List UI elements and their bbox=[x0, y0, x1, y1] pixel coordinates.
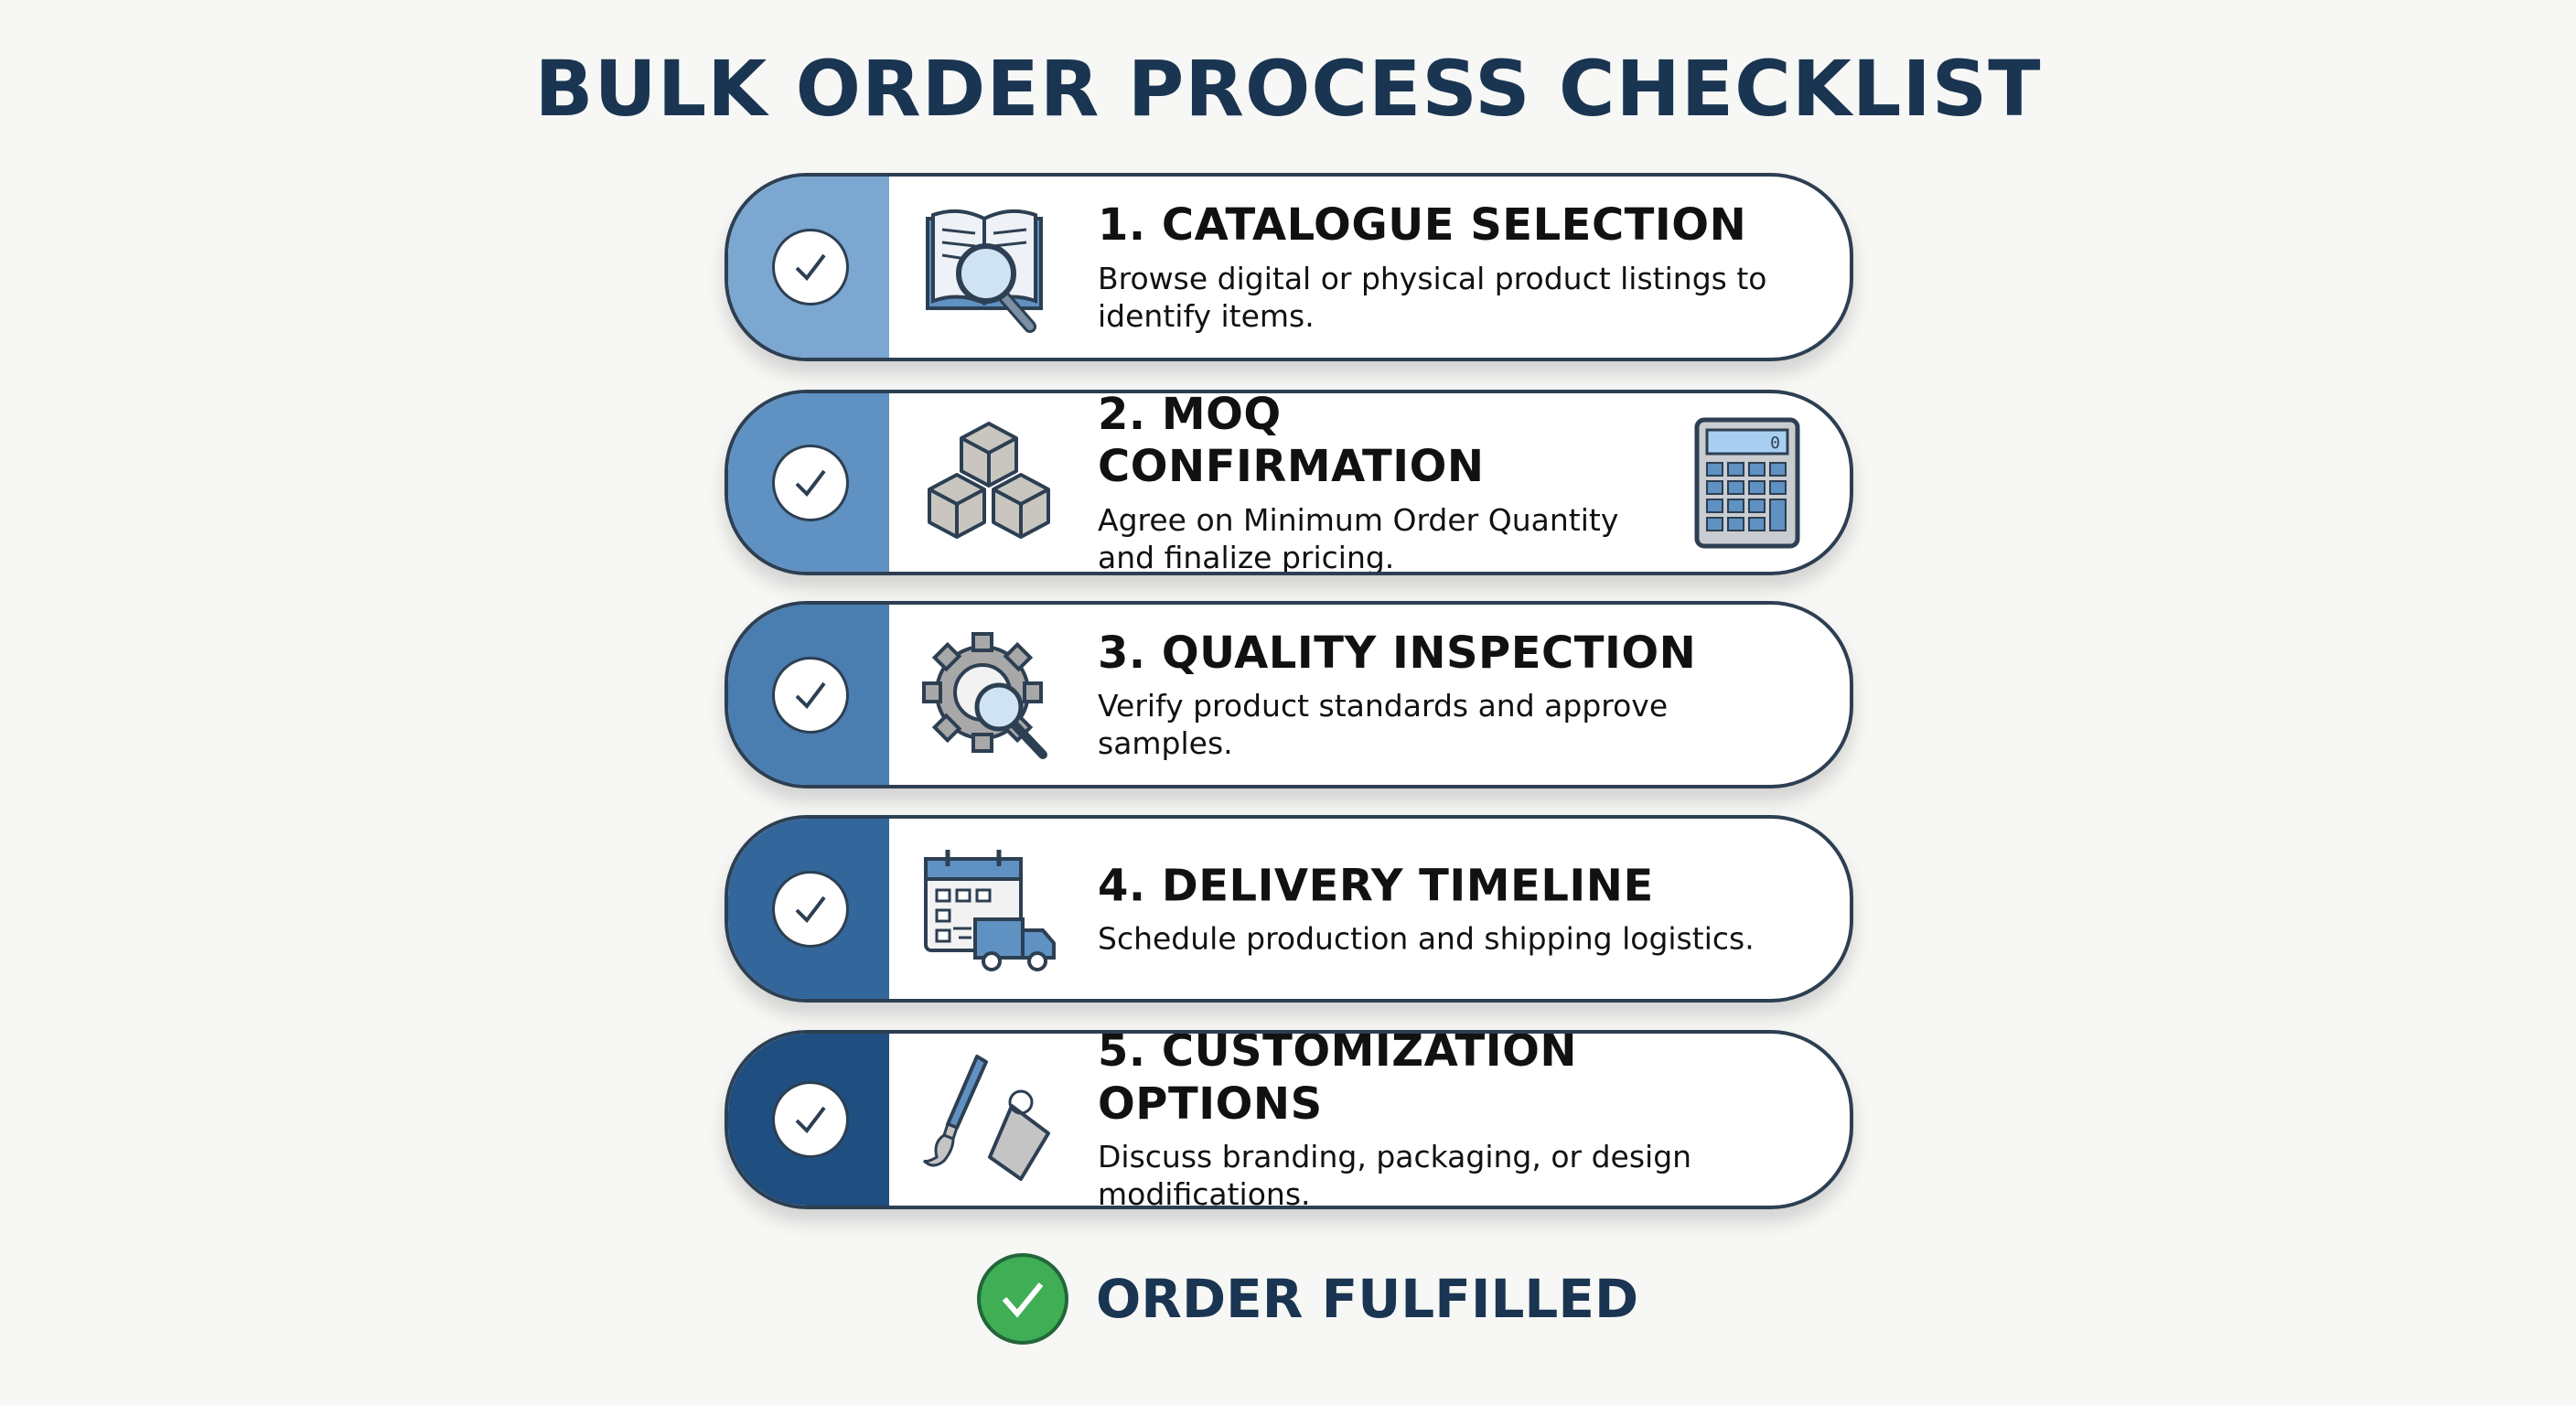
step-description: Discuss branding, packaging, or design m… bbox=[1098, 1139, 1692, 1209]
checkmark-icon bbox=[795, 1106, 826, 1134]
calculator-icon: 0 bbox=[1694, 417, 1800, 548]
step-description: Verify product standards and approve sam… bbox=[1098, 688, 1669, 762]
step-heading: 3. QUALITY INSPECTION bbox=[1098, 627, 1697, 679]
order-fulfilled-label: ORDER FULFILLED bbox=[1096, 1268, 1639, 1330]
checkmark-icon bbox=[795, 896, 826, 923]
brush-tag-icon bbox=[922, 1055, 1050, 1181]
step-heading: 1. CATALOGUE SELECTION bbox=[1098, 198, 1747, 251]
step-heading: 2. MOQ CONFIRMATION bbox=[1098, 390, 1485, 493]
checkmark-icon bbox=[795, 681, 826, 709]
gear-magnifier-icon bbox=[922, 631, 1047, 759]
step-checkbox[interactable] bbox=[772, 656, 849, 734]
step-checkbox[interactable] bbox=[772, 444, 849, 521]
catalogue-search-icon bbox=[926, 209, 1043, 333]
step-description: Agree on Minimum Order Quantity and fina… bbox=[1098, 501, 1619, 575]
step-card-moq-confirmation: 2. MOQ CONFIRMATION Agree on Minimum Ord… bbox=[724, 390, 1853, 575]
step-heading: 4. DELIVERY TIMELINE bbox=[1098, 860, 1654, 912]
checkmark-icon bbox=[795, 469, 826, 497]
step-card-catalogue-selection: 1. CATALOGUE SELECTION Browse digital or… bbox=[724, 173, 1853, 361]
calendar-truck-icon bbox=[924, 849, 1056, 971]
page-title: BULK ORDER PROCESS CHECKLIST bbox=[534, 44, 2042, 134]
order-fulfilled-status: ORDER FULFILLED bbox=[977, 1253, 1638, 1345]
green-check-icon bbox=[977, 1253, 1068, 1345]
step-card-delivery-timeline: 4. DELIVERY TIMELINE Schedule production… bbox=[724, 815, 1853, 1003]
step-checkbox[interactable] bbox=[772, 229, 849, 306]
step-checkbox[interactable] bbox=[772, 870, 849, 948]
step-checkbox[interactable] bbox=[772, 1081, 849, 1158]
step-heading: 5. CUSTOMIZATION OPTIONS bbox=[1098, 1030, 1578, 1130]
step-description: Schedule production and shipping logisti… bbox=[1098, 920, 1755, 957]
step-card-quality-inspection: 3. QUALITY INSPECTION Verify product sta… bbox=[724, 601, 1853, 788]
calculator-display: 0 bbox=[1770, 434, 1780, 453]
boxes-icon bbox=[928, 421, 1050, 539]
step-card-customization-options: 5. CUSTOMIZATION OPTIONS Discuss brandin… bbox=[724, 1030, 1853, 1209]
checkmark-icon bbox=[795, 253, 826, 282]
step-description: Browse digital or physical product listi… bbox=[1098, 260, 1767, 334]
